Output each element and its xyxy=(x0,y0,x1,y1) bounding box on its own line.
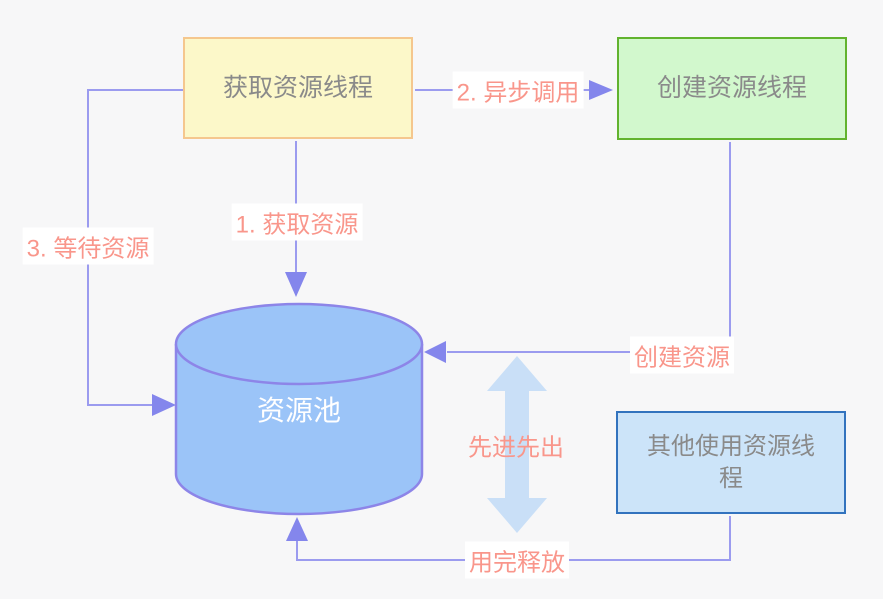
edge-async-arrowhead xyxy=(589,80,613,100)
node-resource-pool-cylinder xyxy=(174,302,424,516)
edge-label-acquire: 1. 获取资源 xyxy=(231,203,363,241)
edge-release-arrowhead xyxy=(286,517,308,541)
edge-acquire-arrowhead xyxy=(285,272,307,297)
edge-label-wait: 3. 等待资源 xyxy=(22,227,154,265)
node-other-resource-user-thread: 其他使用资源线程 xyxy=(616,411,846,514)
edge-create-line xyxy=(447,142,731,353)
node-create-resource-thread: 创建资源线程 xyxy=(617,37,847,140)
pool-label-text: 资源池 xyxy=(256,395,341,426)
node-acquire-label: 获取资源线程 xyxy=(222,73,373,102)
edge-label-async-call: 2. 异步调用 xyxy=(452,71,584,109)
cylinder-top xyxy=(174,302,424,386)
edge-label-release: 用完释放 xyxy=(465,541,569,579)
edge-label-fifo: 先进先出 xyxy=(468,434,564,462)
cylinder-body xyxy=(174,344,424,516)
fifo-double-arrow xyxy=(487,356,547,533)
node-create-label: 创建资源线程 xyxy=(656,74,807,103)
node-resource-pool-label: 资源池 xyxy=(174,344,424,474)
node-other-label: 其他使用资源线程 xyxy=(647,433,815,492)
edge-create-arrowhead xyxy=(424,341,446,363)
edge-wait-arrowhead xyxy=(152,394,176,416)
node-acquire-resource-thread: 获取资源线程 xyxy=(183,37,413,139)
edge-label-create: 创建资源 xyxy=(630,336,734,374)
